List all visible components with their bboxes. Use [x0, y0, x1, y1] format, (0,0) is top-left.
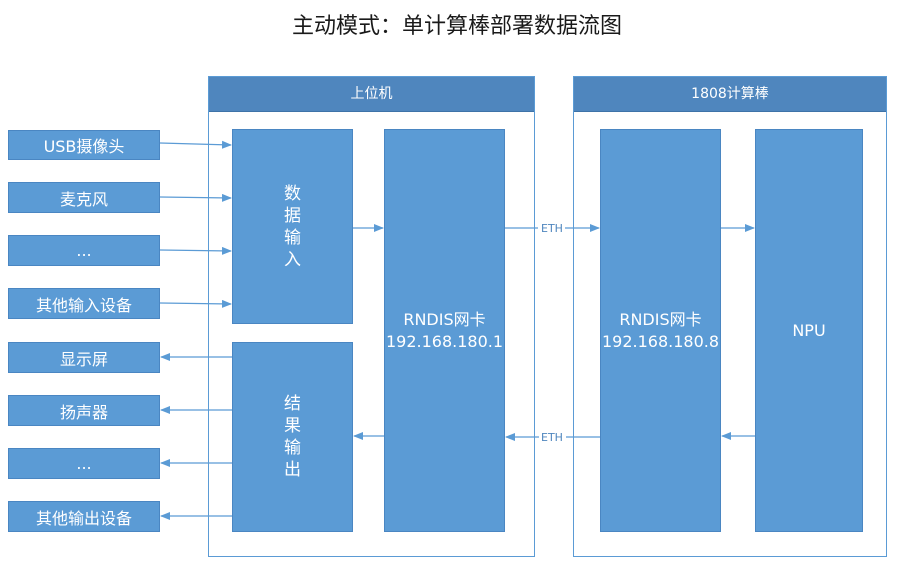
diagram-title: 主动模式：单计算棒部署数据流图 [291, 14, 622, 39]
result-output-char-1: 结 [284, 394, 301, 414]
host-panel-title: 上位机 [209, 77, 534, 112]
data-input-block: 数 据 输 入 [232, 129, 353, 324]
result-output-char-4: 出 [284, 460, 301, 480]
output-device-display: 显示屏 [8, 342, 160, 373]
input-device-microphone: 麦克风 [8, 182, 160, 213]
output-device-ellipsis: ... [8, 448, 160, 479]
arrow-usb-camera [159, 140, 232, 149]
host-nic-name: RNDIS网卡 [403, 309, 486, 329]
host-rndis-nic: RNDIS网卡 192.168.180.1 [384, 129, 505, 532]
data-input-char-1: 数 [284, 183, 301, 204]
arrow-input-ellipsis [159, 246, 232, 255]
data-input-char-4: 入 [284, 249, 301, 270]
result-output-block: 结 果 输 出 [232, 342, 353, 532]
host-nic-ip: 192.168.180.1 [385, 331, 504, 351]
arrow-input-other [159, 299, 232, 308]
data-input-char-2: 据 [284, 205, 301, 226]
input-device-other: 其他输入设备 [8, 288, 160, 319]
input-device-usb-camera: USB摄像头 [8, 130, 160, 160]
stick-rndis-nic: RNDIS网卡 192.168.180.8 [600, 129, 721, 532]
input-device-ellipsis: ... [8, 235, 160, 266]
result-output-char-3: 输 [284, 438, 301, 458]
output-device-other: 其他输出设备 [8, 501, 160, 532]
npu-block: NPU [755, 129, 863, 532]
stick-panel-title: 1808计算棒 [574, 77, 886, 112]
arrow-microphone [159, 193, 232, 202]
eth-label-top: ETH [541, 222, 563, 235]
eth-label-bottom: ETH [541, 431, 563, 444]
npu-label: NPU [792, 320, 826, 340]
output-device-speaker: 扬声器 [8, 395, 160, 426]
data-input-char-3: 输 [284, 227, 301, 248]
stick-nic-name: RNDIS网卡 [619, 309, 702, 329]
stick-nic-ip: 192.168.180.8 [601, 331, 720, 351]
result-output-char-2: 果 [284, 416, 301, 436]
